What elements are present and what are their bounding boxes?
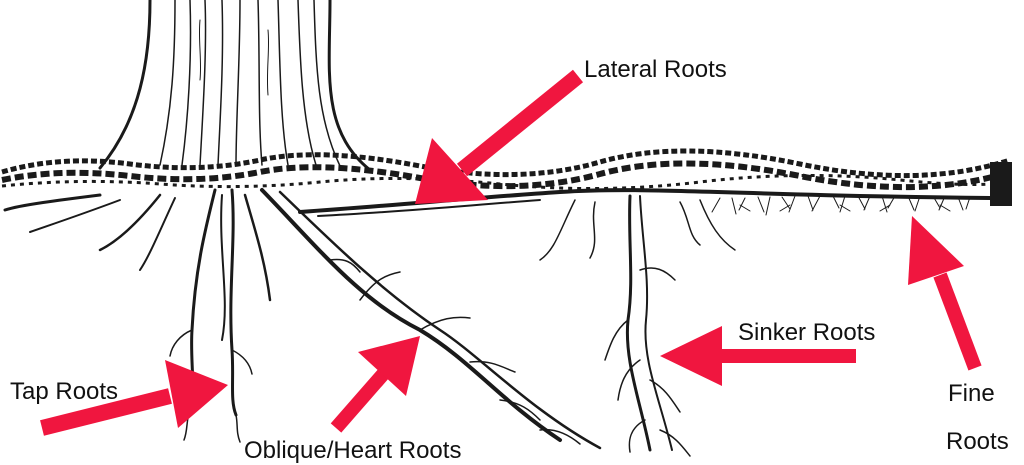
- sinker-roots: [539, 194, 736, 457]
- label-tap-roots: Tap Roots: [10, 378, 119, 405]
- arrow-oblique-roots: [330, 336, 420, 433]
- label-fine-roots-line2: Roots: [946, 428, 1009, 455]
- label-oblique-heart-roots: Oblique/Heart Roots: [244, 437, 462, 464]
- arrow-lateral-roots: [415, 69, 584, 204]
- label-sinker-roots: Sinker Roots: [738, 319, 876, 346]
- arrow-tap-roots: [40, 360, 228, 436]
- label-fine-roots-line1: Fine: [948, 380, 995, 407]
- arrow-sinker-roots: [660, 326, 856, 386]
- arrow-fine-roots: [908, 216, 982, 371]
- fine-roots: [711, 195, 971, 216]
- lateral-root: [3, 188, 992, 233]
- tree-trunk: [98, 0, 372, 172]
- oblique-roots: [260, 188, 602, 450]
- label-lateral-roots: Lateral Roots: [584, 56, 727, 83]
